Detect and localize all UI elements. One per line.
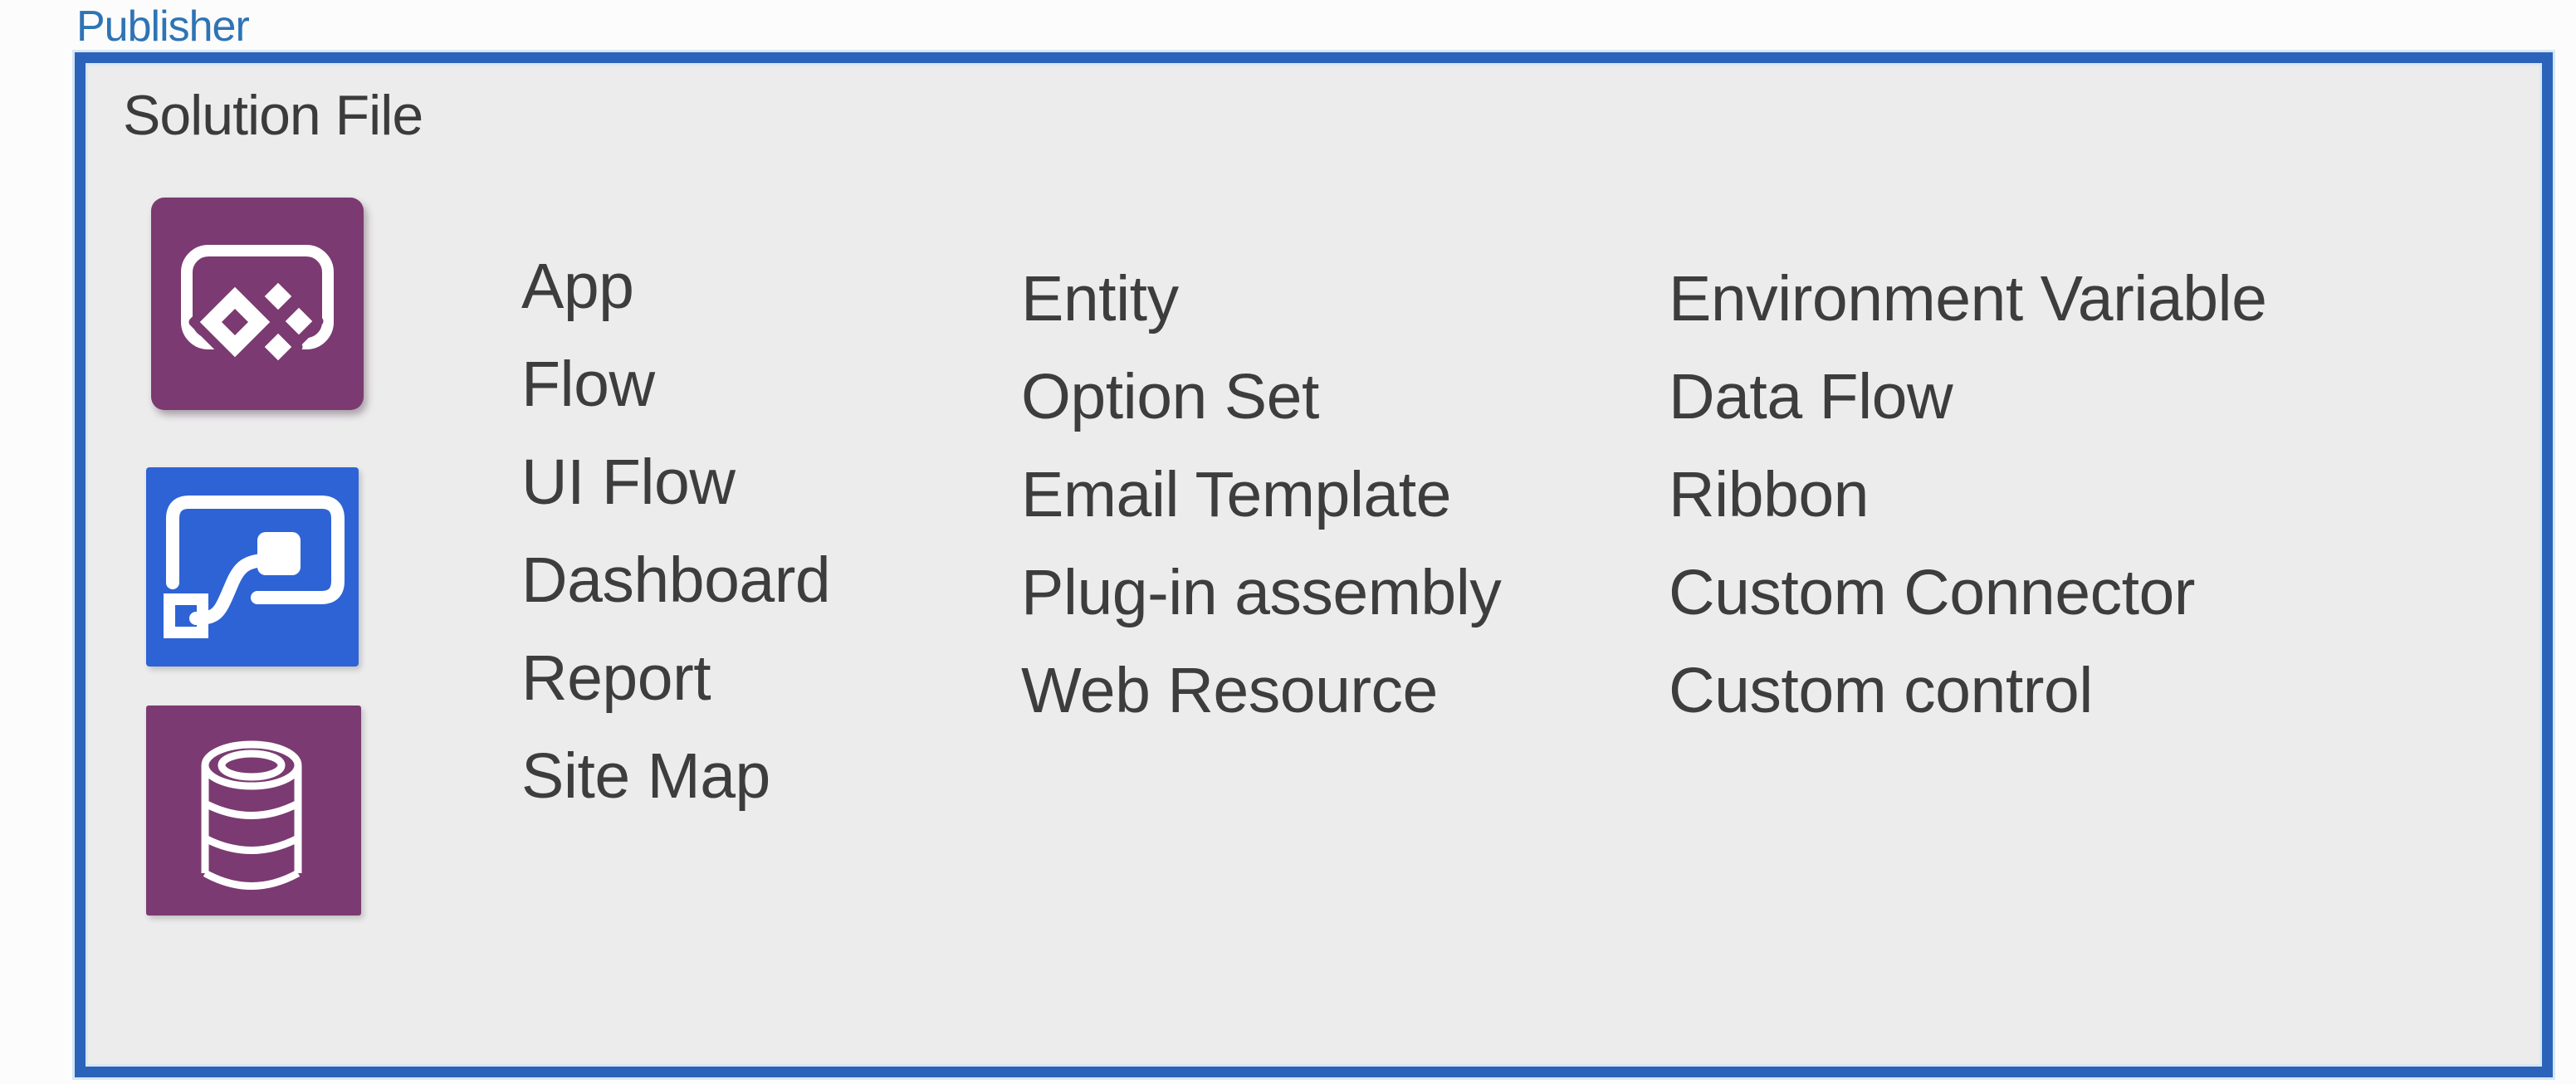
publisher-label: Publisher <box>76 2 250 51</box>
component-data-flow: Data Flow <box>1669 361 1953 432</box>
component-ribbon: Ribbon <box>1669 459 1870 530</box>
component-report: Report <box>521 642 711 714</box>
solution-file-box: Solution File <box>75 52 2553 1077</box>
component-email-template: Email Template <box>1021 459 1451 530</box>
component-column-2: Entity Option Set Email Template Plug-in… <box>1021 250 1502 740</box>
database-icon <box>146 706 361 916</box>
component-dashboard: Dashboard <box>521 544 831 616</box>
solution-file-title: Solution File <box>123 84 423 147</box>
component-entity: Entity <box>1021 263 1179 334</box>
component-flow: Flow <box>521 349 655 420</box>
component-site-map: Site Map <box>521 740 770 812</box>
database-glyph <box>201 740 302 890</box>
component-ui-flow: UI Flow <box>521 447 736 518</box>
flow-glyph <box>164 496 345 638</box>
power-apps-glyph <box>181 245 334 372</box>
component-plug-in-assembly: Plug-in assembly <box>1021 557 1502 628</box>
component-column-1: App Flow UI Flow Dashboard Report Site M… <box>521 237 831 825</box>
component-column-3: Environment Variable Data Flow Ribbon Cu… <box>1669 250 2267 740</box>
component-environment-variable: Environment Variable <box>1669 263 2267 334</box>
component-custom-connector: Custom Connector <box>1669 557 2195 628</box>
component-app: App <box>521 251 634 322</box>
power-apps-icon <box>151 198 364 410</box>
power-automate-flow-icon <box>146 467 359 667</box>
component-web-resource: Web Resource <box>1021 655 1438 726</box>
component-custom-control: Custom control <box>1669 655 2093 726</box>
component-option-set: Option Set <box>1021 361 1319 432</box>
